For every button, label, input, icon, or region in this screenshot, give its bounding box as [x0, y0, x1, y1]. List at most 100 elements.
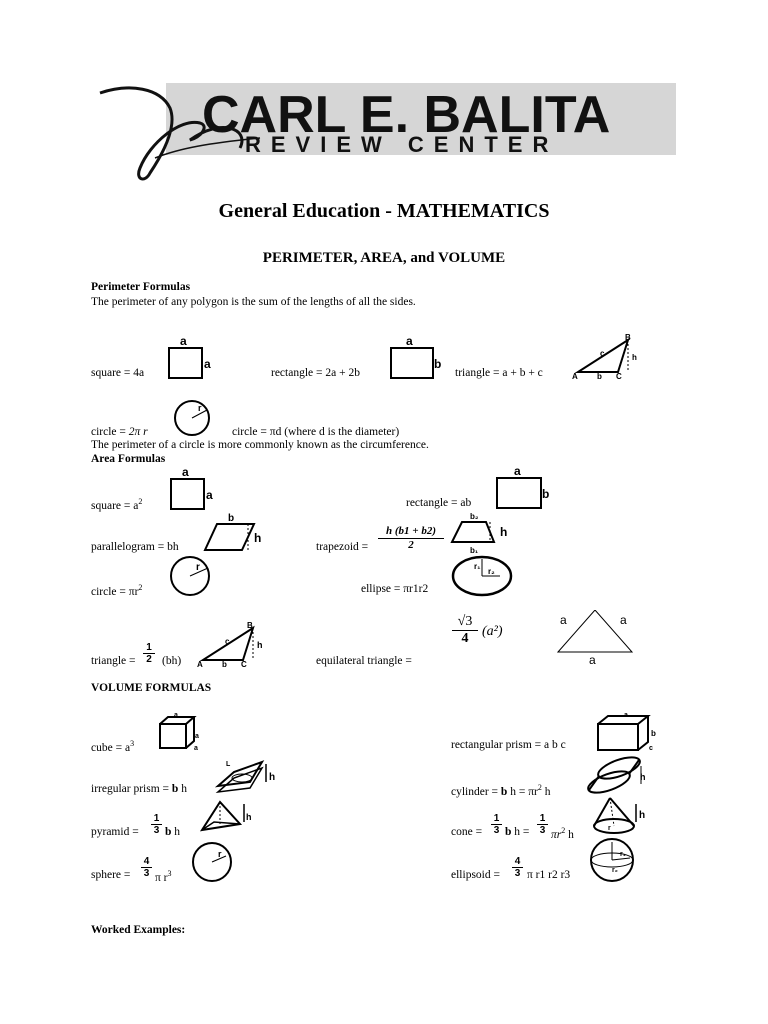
- volume-heading: VOLUME FORMULAS: [91, 682, 212, 694]
- sphere-fraction: 4 3: [141, 856, 152, 879]
- svg-text:B: B: [247, 622, 253, 630]
- svg-text:C: C: [241, 660, 247, 668]
- volume-pyramid-prefix: pyramid =: [91, 826, 139, 838]
- svg-text:c: c: [600, 349, 605, 358]
- area-parallelogram-formula: parallelogram = bh: [91, 541, 179, 553]
- irregular-prism-prefix: irregular prism =: [91, 783, 170, 795]
- svg-text:h: h: [246, 812, 252, 822]
- cylinder-b: b: [500, 785, 508, 798]
- logo-subtitle: REVIEW CENTER: [245, 132, 558, 157]
- svg-text:C: C: [616, 372, 622, 380]
- perimeter-circle-formula-2: circle = πd (where d is the diameter): [232, 426, 400, 438]
- perimeter-triangle-formula: triangle = a + b + c: [455, 367, 543, 379]
- irregular-prism-suffix: h: [181, 783, 187, 795]
- volume-irregular-prism-formula: irregular prism = b h: [91, 783, 187, 795]
- svg-text:a: a: [194, 745, 198, 752]
- pyramid-frac-num: 1: [151, 813, 162, 825]
- svg-text:r₁: r₁: [620, 851, 626, 858]
- cone-diagram: r h: [593, 797, 645, 834]
- svg-text:h: h: [632, 353, 637, 362]
- area-heading: Area Formulas: [91, 453, 166, 465]
- volume-ellipsoid-tail: π r1 r2 r3: [527, 869, 571, 881]
- svg-text:b: b: [228, 513, 234, 524]
- square-diagram: a a: [168, 335, 211, 379]
- page-subtitle: PERIMETER, AREA, and VOLUME: [262, 250, 506, 266]
- area-rectangle-formula: rectangle = ab: [406, 497, 472, 509]
- cone-fraction-1: 1 3: [491, 813, 502, 836]
- svg-text:r: r: [218, 849, 222, 859]
- logo-name: CARL E. BALITA: [202, 86, 610, 144]
- cone-exp: 2: [561, 826, 566, 835]
- volume-cylinder-formula: cylinder = b h = πr2 h: [451, 783, 550, 798]
- area-circle-diagram: r: [170, 556, 210, 596]
- cone-mid: h =: [514, 826, 530, 838]
- svg-text:a: a: [182, 466, 189, 479]
- area-square-diagram: a a: [170, 466, 213, 510]
- sphere-frac-num: 4: [141, 856, 152, 868]
- equilateral-triangle-diagram: a a a: [556, 610, 634, 667]
- area-square-text: square = a: [91, 499, 139, 512]
- trapezoid-frac-den: 2: [408, 539, 414, 551]
- ellipsoid-fraction: 4 3: [512, 856, 523, 879]
- cone-frac-num: 1: [491, 813, 502, 825]
- cone-fraction-2: 1 3: [537, 813, 548, 836]
- trapezoid-fraction: h (b1 + b2) 2: [378, 525, 444, 551]
- svg-text:h: h: [257, 640, 263, 650]
- perimeter-circle-note: The perimeter of a circle is more common…: [91, 439, 429, 451]
- area-triangle-fraction: 1 2: [143, 642, 155, 665]
- svg-text:b: b: [222, 660, 227, 668]
- worked-examples-heading: Worked Examples:: [91, 924, 186, 936]
- equilateral-fraction: √3 4: [452, 614, 478, 647]
- cone-frac-num-2: 1: [537, 813, 548, 825]
- svg-text:r₂: r₂: [612, 867, 618, 874]
- area-trapezoid-formula: trapezoid =: [316, 541, 368, 553]
- equilateral-den: 4: [461, 631, 469, 646]
- area-circle-formula: circle = πr2: [91, 583, 142, 598]
- cone-end: h: [568, 828, 574, 841]
- svg-text:a: a: [514, 465, 521, 478]
- svg-text:a: a: [206, 488, 213, 502]
- area-circle-text: circle = πr: [91, 585, 139, 598]
- svg-text:a: a: [174, 712, 178, 719]
- svg-text:A: A: [572, 372, 578, 380]
- area-ellipse-formula: ellipse = πr1r2: [361, 583, 429, 595]
- svg-text:b: b: [542, 487, 549, 501]
- svg-text:b₁: b₁: [470, 546, 479, 555]
- svg-text:r: r: [198, 403, 202, 413]
- area-rectangle-diagram: a b: [496, 465, 549, 509]
- circle-diagram: r: [174, 400, 210, 436]
- area-triangle-formula-prefix: triangle =: [91, 655, 136, 667]
- cylinder-exp: 2: [537, 783, 542, 792]
- volume-cone-prefix: cone =: [451, 826, 483, 838]
- volume-cone-tail: πr2 h: [551, 826, 574, 841]
- pyramid-suffix: h: [174, 826, 181, 838]
- volume-cube-text: cube = a: [91, 741, 131, 754]
- svg-text:h: h: [269, 772, 275, 783]
- equilateral-num: √3: [452, 614, 478, 631]
- svg-text:h: h: [500, 525, 507, 539]
- svg-text:b: b: [597, 372, 602, 380]
- cone-frac-den-2: 3: [539, 825, 546, 836]
- perimeter-heading: Perimeter Formulas: [91, 281, 191, 293]
- svg-text:a: a: [589, 653, 596, 667]
- trapezoid-frac-num: h (b1 + b2): [378, 525, 444, 539]
- area-square-exp: 2: [138, 497, 143, 506]
- svg-text:a: a: [204, 357, 211, 371]
- svg-text:b: b: [651, 729, 656, 738]
- perimeter-intro: The perimeter of any polygon is the sum …: [91, 296, 416, 308]
- equilateral-suffix: (a²): [482, 624, 503, 639]
- cylinder-diagram: h: [587, 756, 646, 794]
- area-triangle-suffix: (bh): [162, 655, 182, 667]
- volume-cube-formula: cube = a3: [91, 739, 134, 754]
- cone-tail: πr: [551, 828, 562, 841]
- irregular-prism-diagram: h L: [214, 760, 275, 794]
- ellipsoid-frac-den: 3: [514, 868, 521, 879]
- sphere-exp: 3: [167, 869, 172, 878]
- logo-banner: [166, 83, 676, 155]
- sphere-tail: π r: [155, 871, 168, 884]
- svg-text:c: c: [225, 637, 230, 646]
- svg-text:a: a: [560, 613, 567, 627]
- rectangle-diagram: a b: [390, 335, 441, 379]
- pyramid-fraction: 1 3: [151, 813, 162, 836]
- volume-sphere-prefix: sphere =: [91, 869, 131, 881]
